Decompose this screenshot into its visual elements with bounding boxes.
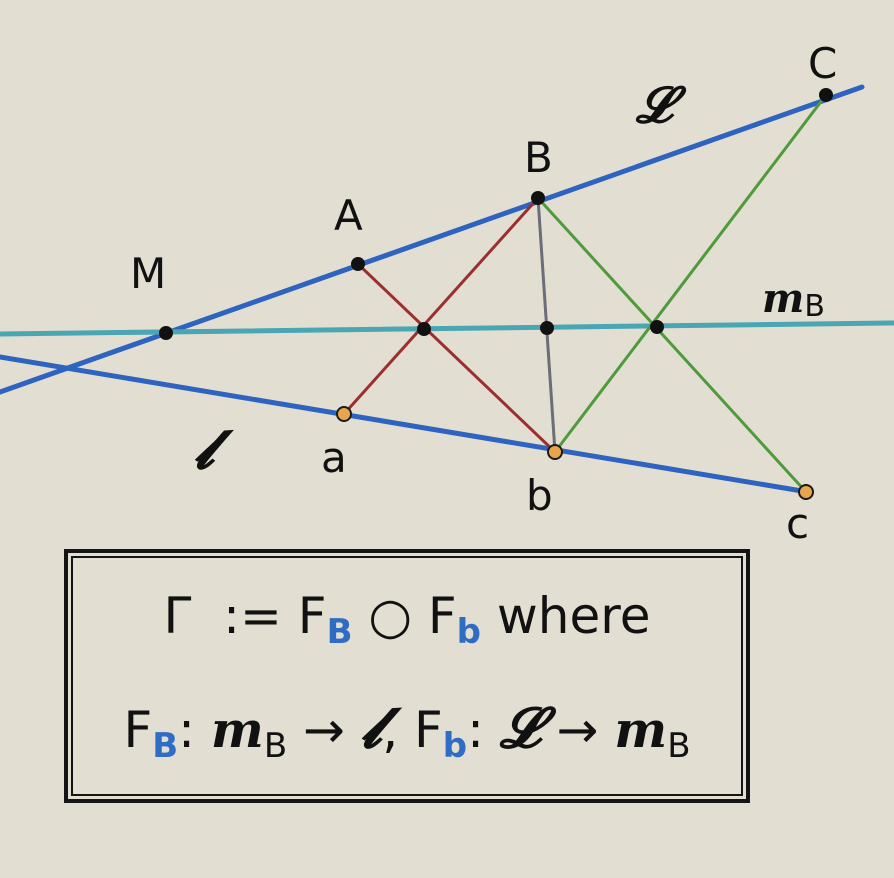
point-A (351, 257, 365, 271)
label-A: A (334, 191, 363, 240)
gamma-symbol: Γ (163, 587, 192, 645)
subscript-b-2: b (442, 726, 468, 766)
segment-B-c (536, 196, 808, 494)
where-text: where (481, 587, 651, 645)
arrow-2: → (540, 701, 615, 759)
label-b: b (526, 471, 553, 520)
point-c (798, 484, 814, 500)
point-a (336, 406, 352, 422)
line-mB (0, 320, 894, 337)
line-L (0, 84, 865, 395)
label-B: B (524, 133, 553, 182)
m-symbol-1: m (210, 700, 264, 759)
L-symbol: 𝓛 (499, 695, 541, 761)
compose-text: ○ F (352, 587, 457, 645)
label-a: a (321, 433, 347, 482)
segment-A-b (356, 262, 557, 454)
label-M: M (130, 249, 166, 298)
arrow-1: → (287, 701, 361, 759)
subscript-B: B (326, 612, 353, 652)
label-c: c (786, 499, 809, 548)
ell-symbol: 𝓵 (360, 695, 383, 761)
point-C (819, 88, 833, 102)
separator-text: , F (382, 701, 443, 759)
assign-text: := F (191, 587, 327, 645)
segment-C-b (553, 94, 828, 453)
formula-line-2: FB: mB → 𝓵, Fb: 𝓛 → mB (68, 695, 746, 766)
label-line-l: 𝓵 (194, 417, 234, 481)
F-symbol-1: F (123, 701, 153, 759)
m-symbol-2: m (614, 700, 668, 759)
point-midpoint-Bb (540, 321, 554, 335)
point-intersect-red (417, 322, 431, 336)
colon-1: : (178, 701, 211, 759)
subscript-B-2: B (152, 726, 179, 766)
point-M (159, 326, 173, 340)
m-subscript-1: B (263, 726, 288, 766)
point-b (547, 444, 563, 460)
colon-2: : (467, 701, 500, 759)
line-l (0, 354, 811, 495)
label-line-L: 𝓛 (635, 75, 687, 134)
m-subscript-2: B (667, 726, 691, 766)
subscript-b: b (456, 612, 482, 652)
point-intersect-green (650, 320, 664, 334)
formula-box: Γ := FB ○ Fb where FB: mB → 𝓵, Fb: 𝓛 → m… (64, 549, 750, 803)
formula-line-1: Γ := FB ○ Fb where (68, 587, 746, 652)
segment-B-a (342, 196, 540, 416)
label-C: C (808, 39, 837, 88)
point-B (531, 191, 545, 205)
label-line-mB: mB (762, 275, 825, 324)
